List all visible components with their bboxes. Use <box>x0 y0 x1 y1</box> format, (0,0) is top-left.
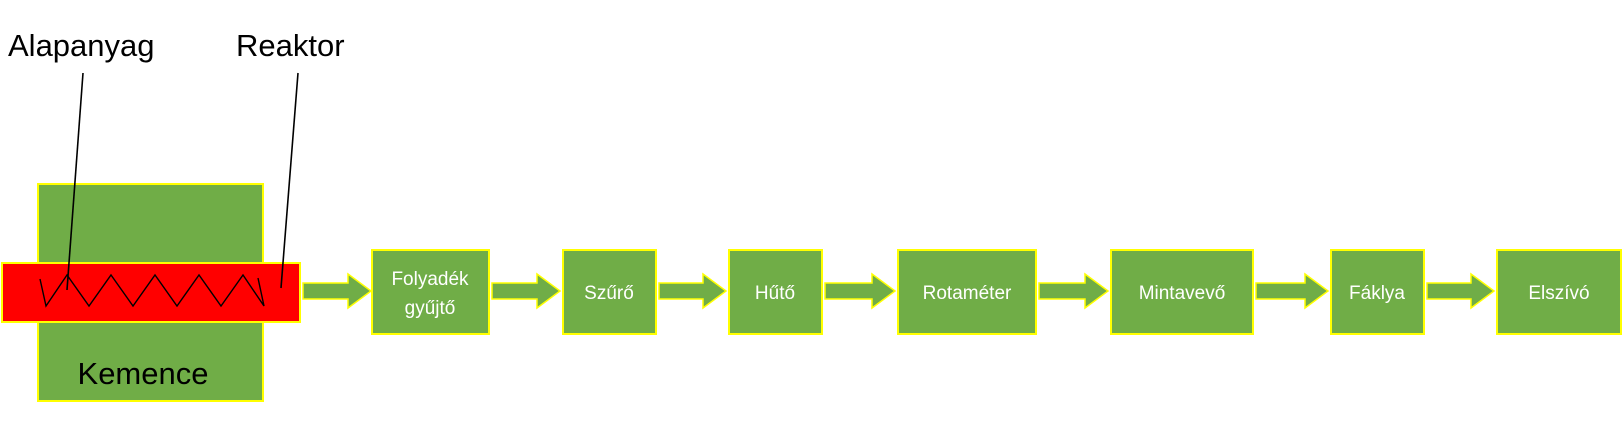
reactor-tube <box>1 262 301 323</box>
process-step-exhaust: Elszívó <box>1496 249 1622 335</box>
step-label-line2: gyűjtő <box>405 298 456 319</box>
step-label-line1: Folyadék <box>391 269 469 290</box>
feedstock-callout: Alapanyag <box>8 28 155 63</box>
process-step-cooler: Hűtő <box>728 249 823 335</box>
step-label: Elszívó <box>1528 283 1589 304</box>
step-label: Rotaméter <box>923 283 1012 304</box>
step-box <box>1330 249 1425 335</box>
flow-arrow-reactor-to-liquid-collector <box>302 272 373 310</box>
flow-arrow-flare-to-exhaust <box>1426 272 1496 310</box>
step-box <box>728 249 823 335</box>
reactor-callout: Reaktor <box>236 28 345 63</box>
flow-arrow-rotameter-to-sampler <box>1038 272 1110 310</box>
flow-arrow-sampler-to-flare <box>1255 272 1330 310</box>
process-step-filter: Szűrő <box>562 249 657 335</box>
step-label: Fáklya <box>1349 283 1405 304</box>
step-box <box>371 249 490 335</box>
step-box <box>1496 249 1622 335</box>
flow-arrow-liquid-collector-to-filter <box>491 272 562 310</box>
flow-arrow-filter-to-cooler <box>658 272 728 310</box>
process-step-rotameter: Rotaméter <box>897 249 1037 335</box>
feedstock-leader-line <box>66 72 84 291</box>
process-step-sampler: Mintavevő <box>1110 249 1254 335</box>
process-step-liquid-collector: Folyadék gyűjtő <box>371 249 490 335</box>
step-label: Mintavevő <box>1139 283 1226 304</box>
reactor-leader-line <box>280 72 299 289</box>
step-label: Szűrő <box>584 283 634 304</box>
step-box <box>562 249 657 335</box>
step-box <box>1110 249 1254 335</box>
step-label: Hűtő <box>755 283 795 304</box>
step-box <box>897 249 1037 335</box>
feedstock-zigzag <box>39 273 265 308</box>
process-step-flare: Fáklya <box>1330 249 1425 335</box>
flow-arrow-cooler-to-rotameter <box>824 272 897 310</box>
furnace-label: Kemence <box>78 356 209 391</box>
